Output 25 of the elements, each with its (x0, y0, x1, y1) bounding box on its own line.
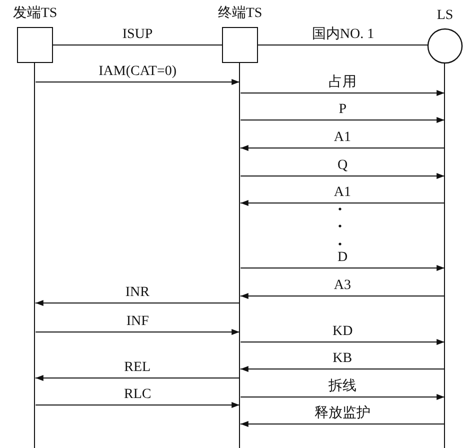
station-label: 终端TS (218, 6, 262, 21)
message-arrow (240, 265, 445, 271)
edge-label: 释放监护 (312, 406, 372, 421)
message-arrow (240, 339, 445, 345)
edge-label: IAM(CAT=0) (96, 64, 179, 79)
message-arrow (240, 421, 444, 427)
link-line (258, 44, 428, 46)
message-arrow (36, 402, 240, 408)
edge-label: 拆线 (326, 379, 359, 394)
message-arrow (35, 375, 240, 381)
message-arrow (35, 300, 240, 306)
edge-label: Q (336, 158, 350, 173)
message-arrow (36, 79, 240, 85)
station-label: 发端TS (12, 6, 58, 21)
message-arrow (240, 293, 444, 299)
station-label: LS (436, 8, 454, 23)
message-arrow (240, 145, 444, 151)
message-arrow (240, 366, 444, 372)
message-arrow (240, 394, 445, 400)
message-arrow (240, 200, 444, 206)
message-arrow (240, 117, 445, 123)
message-arrow (240, 173, 445, 179)
message-arrow (240, 90, 445, 96)
message-arrow (36, 329, 240, 335)
link-line (53, 44, 222, 46)
